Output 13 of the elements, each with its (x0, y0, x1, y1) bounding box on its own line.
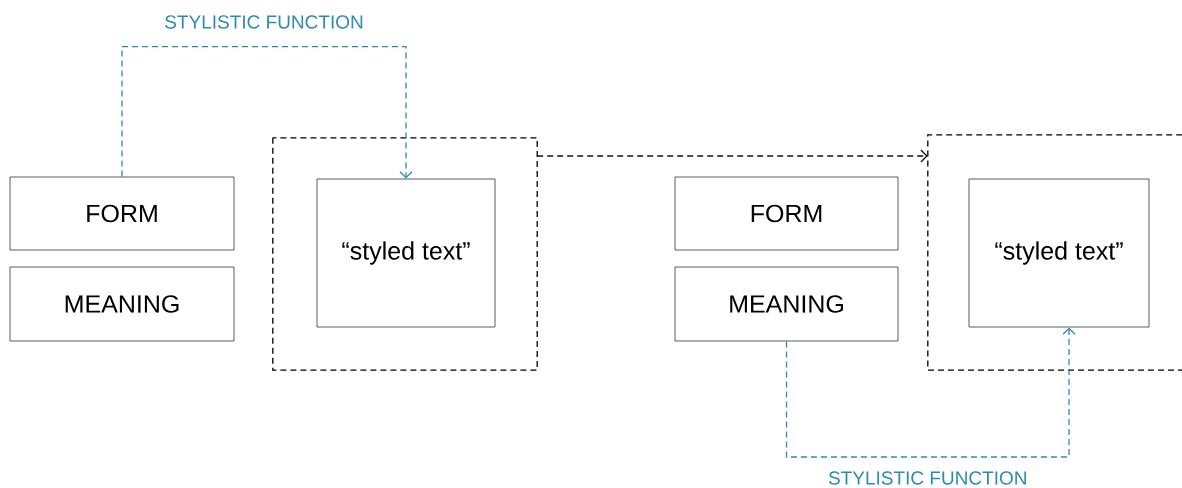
text-box: MEANING (674, 266, 899, 342)
arrow (121, 45, 413, 179)
edge-label: STYLISTIC FUNCTION (163, 14, 365, 30)
edge-label: STYLISTIC FUNCTION (827, 470, 1029, 486)
text-box: FORM (9, 176, 235, 251)
dashed-frame (927, 134, 1182, 371)
arrow (785, 327, 1076, 458)
text-box: MEANING (9, 266, 235, 342)
arrow (536, 149, 928, 163)
text-box: “styled text” (968, 178, 1150, 328)
text-box: “styled text” (316, 178, 496, 328)
dashed-frame (272, 137, 538, 371)
text-box: FORM (674, 176, 899, 251)
